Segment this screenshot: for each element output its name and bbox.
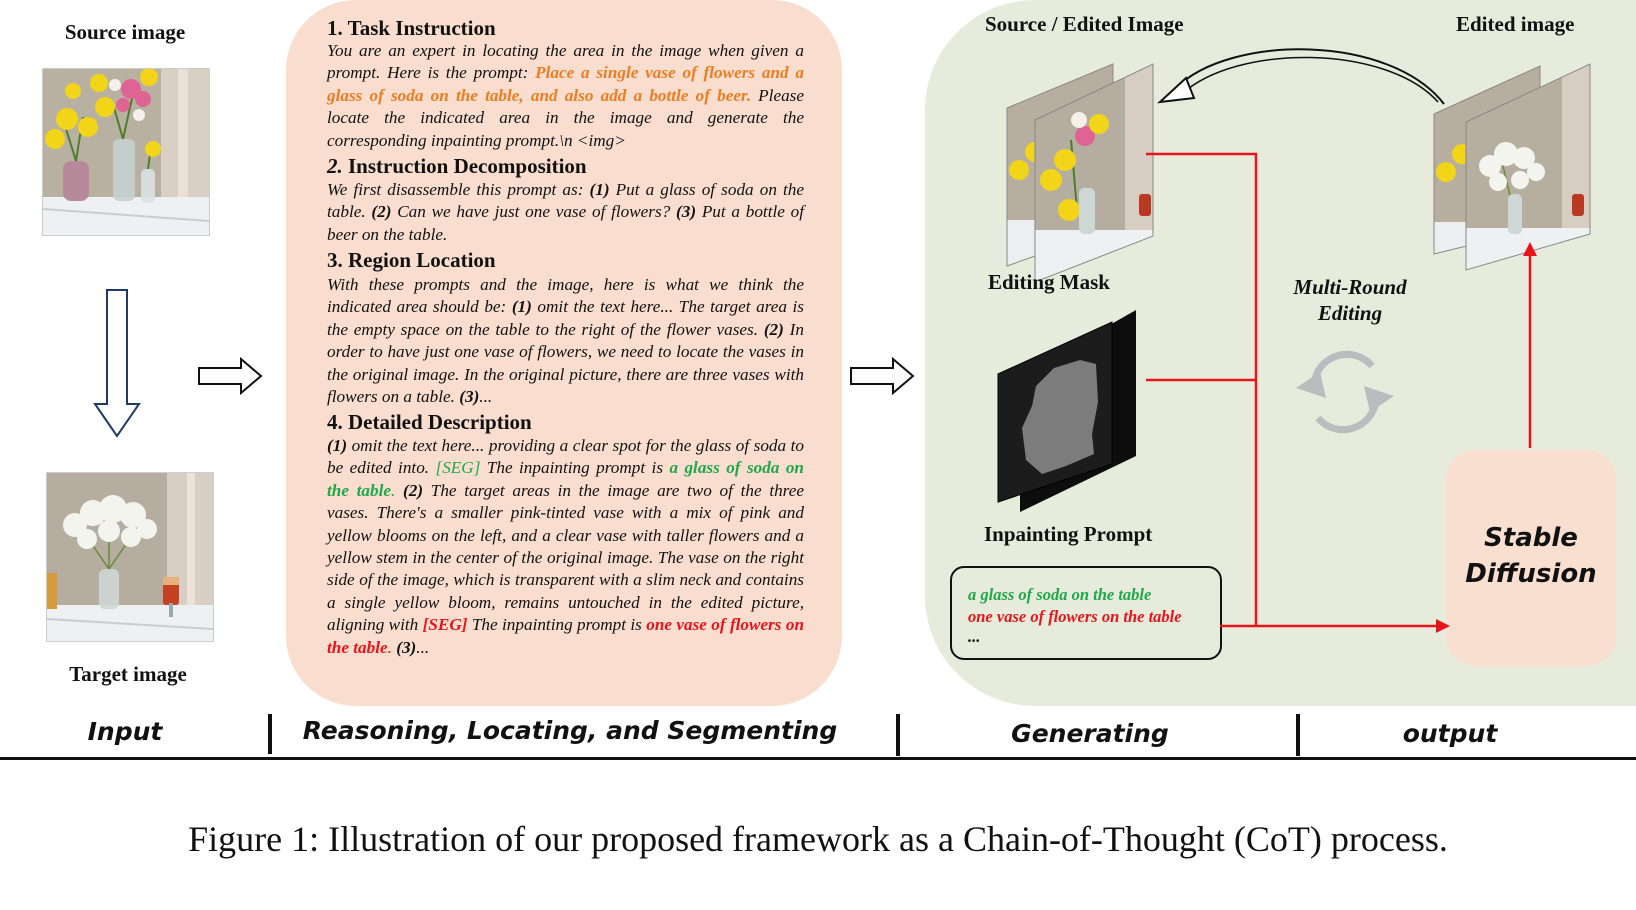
prompt-line-ellipsis: ...	[968, 627, 981, 646]
section-detailed-description-title: 4. Detailed Description	[327, 410, 532, 434]
figure-caption: Figure 1: Illustration of our proposed f…	[188, 819, 1448, 859]
editing-mask-label: Editing Mask	[988, 270, 1110, 294]
prompt-line-green: a glass of soda on the table	[968, 585, 1152, 604]
stage-input-label: Input	[87, 717, 163, 746]
inpainting-prompt-label: Inpainting Prompt	[984, 522, 1153, 546]
section-region-location-title: 3. Region Location	[327, 248, 496, 272]
editing-mask-stack	[997, 310, 1136, 512]
refresh-cycle-icon	[1296, 350, 1394, 434]
section-task-instruction-text: You are an expert in locating the area i…	[327, 41, 805, 150]
inpaint-prompt-green: a glass of soda on the table	[327, 458, 804, 500]
stage-divider	[268, 714, 272, 754]
stable-diffusion-box	[1446, 450, 1616, 666]
section-detailed-description-text: (1) omit the text here... providing a cl…	[327, 436, 805, 657]
stage-generating-label: Generating	[1011, 719, 1169, 748]
connector-lines	[1146, 152, 1537, 633]
source-edited-image-label: Source / Edited Image	[985, 12, 1184, 36]
down-arrow-icon	[93, 289, 141, 438]
target-image	[46, 472, 214, 642]
right-arrow-icon	[198, 357, 263, 395]
section-region-location-text: With these prompts and the image, here i…	[327, 275, 804, 407]
source-edited-image-stack	[1006, 63, 1154, 280]
stage-baseline	[0, 757, 1636, 760]
section-decomposition-title: 2. Instruction Decomposition	[327, 154, 587, 178]
inpainting-prompt-box	[950, 566, 1222, 660]
inpaint-prompt-red: one vase of flowers on the table	[327, 615, 805, 657]
feedback-curved-arrow-icon	[1157, 48, 1445, 105]
reasoning-panel	[286, 0, 842, 706]
right-arrow-icon	[850, 357, 915, 395]
source-image-label: Source image	[64, 20, 186, 44]
source-image	[42, 68, 210, 236]
section-decomposition-text: We first disassemble this prompt as: (1)…	[327, 180, 804, 244]
section-task-instruction-title: 1. Task Instruction	[327, 16, 496, 40]
edited-image-label: Edited image	[1456, 12, 1575, 36]
prompt-line-red: one vase of flowers on the table	[968, 607, 1182, 626]
seg-token: [SEG]	[422, 615, 468, 635]
stage-divider	[1296, 714, 1300, 756]
stage-divider	[896, 714, 900, 756]
stage-output-label: output	[1402, 719, 1498, 748]
target-image-label: Target image	[69, 662, 187, 686]
stage-reasoning-label: Reasoning, Locating, and Segmenting	[302, 716, 838, 745]
edited-image-stack	[1433, 63, 1591, 271]
edit-prompt-text: Place a single vase of flowers and a gla…	[327, 63, 805, 105]
seg-token: [SEG]	[435, 458, 481, 478]
